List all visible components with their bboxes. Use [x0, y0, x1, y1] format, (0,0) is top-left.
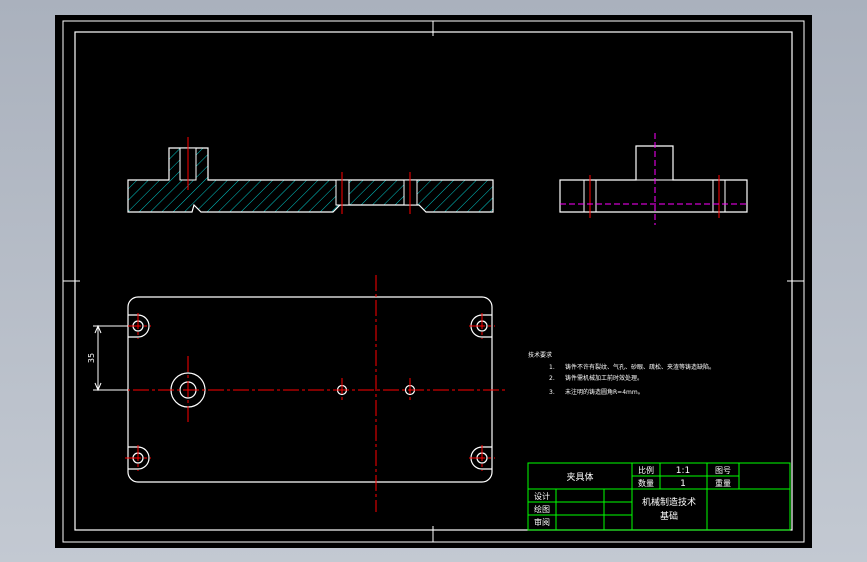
tech-item-2-text: 铸件需机械加工前时效处理。	[565, 374, 643, 382]
tech-requirements: 技术要求 1. 铸件不许有裂纹、气孔、砂眼、疏松、夹渣等铸造缺陷。 2. 铸件需…	[528, 351, 715, 396]
part-name: 夹具体	[566, 471, 593, 483]
dimension-text: 35	[87, 353, 96, 363]
model-space	[55, 15, 812, 548]
review-label: 审阅	[534, 517, 550, 527]
school-line-2: 基础	[660, 510, 678, 522]
design-label: 设计	[534, 491, 550, 501]
centerlines	[108, 275, 505, 512]
section-hatch	[127, 147, 494, 213]
front-section-view	[127, 137, 494, 214]
drawing-no-label: 图号	[715, 466, 731, 475]
tech-item-3-text: 未注明的铸造圆角R=4mm。	[565, 388, 644, 396]
tech-item-3-no: 3.	[549, 389, 555, 396]
title-block: 夹具体 比例 1:1 图号 数量 1 重量 设计 绘图 审阅 机械制造技术 基础	[527, 462, 791, 531]
weight-label: 重量	[715, 478, 731, 488]
tech-item-2-no: 2.	[549, 375, 555, 382]
frame-center-marks	[63, 21, 804, 542]
side-view	[559, 133, 748, 225]
tech-heading: 技术要求	[528, 351, 552, 359]
quantity-label: 数量	[638, 478, 654, 488]
tech-item-1-text: 铸件不许有裂纹、气孔、砂眼、疏松、夹渣等铸造缺陷。	[565, 363, 715, 371]
school-line-1: 机械制造技术	[642, 496, 696, 508]
dimension-35	[93, 324, 128, 392]
side-outline	[559, 145, 748, 213]
top-view: 35	[87, 275, 505, 512]
tech-item-1-no: 1.	[549, 364, 555, 371]
scale-label: 比例	[638, 465, 654, 475]
quantity-value: 1	[680, 479, 686, 489]
scale-value: 1:1	[676, 466, 690, 476]
draw-label: 绘图	[534, 504, 550, 514]
